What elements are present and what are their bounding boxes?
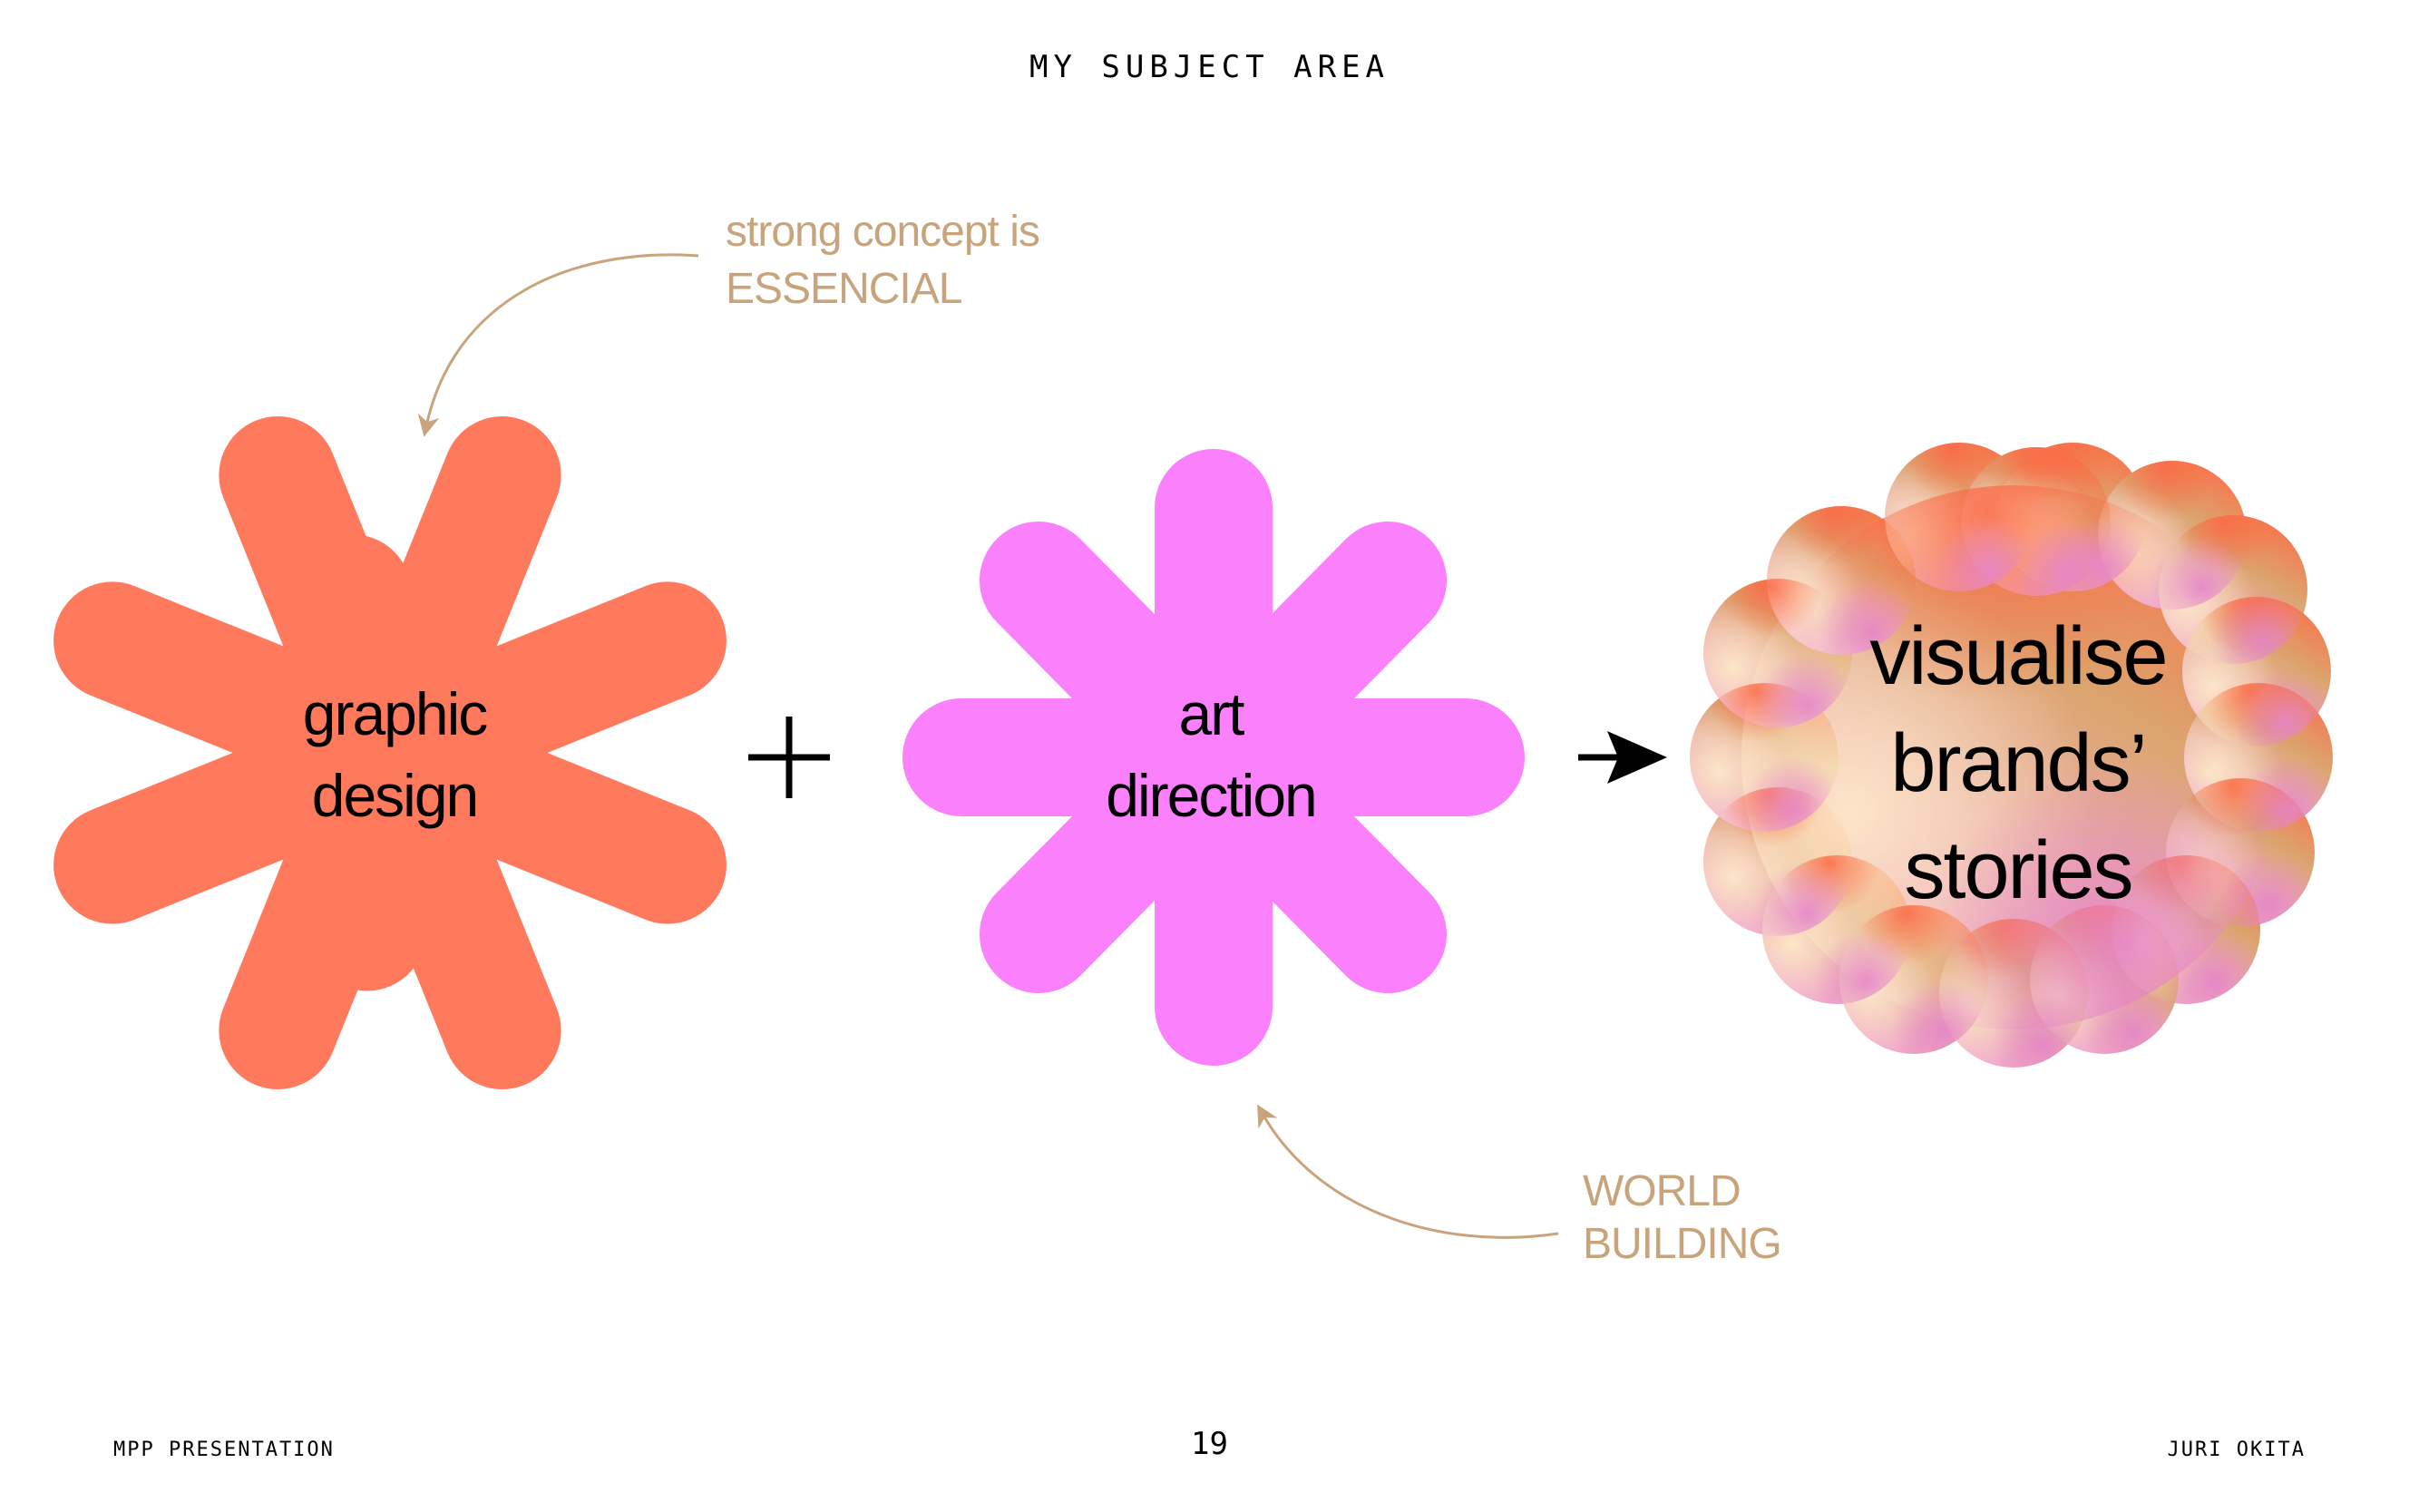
- world-note: WORLD BUILDING: [1583, 1166, 1782, 1271]
- arrow-right-icon: [1578, 731, 1667, 784]
- art-direction-shape: [902, 449, 1525, 1066]
- world-note-line-1: WORLD: [1583, 1167, 1741, 1215]
- concept-note-arrow: [417, 253, 699, 437]
- brand-stories-label-line-1: visualise: [1869, 611, 2168, 702]
- graphic-design-shape: [54, 416, 727, 1089]
- concept-note-line-2: ESSENCIAL: [726, 265, 962, 313]
- brand-stories-label: visualise brands’ stories: [1791, 603, 2245, 924]
- world-note-line-2: BUILDING: [1583, 1220, 1782, 1268]
- concept-note: strong concept is ESSENCIAL: [726, 203, 1040, 317]
- brand-stories-label-line-3: stories: [1904, 825, 2133, 916]
- brand-stories-label-line-2: brands’: [1890, 718, 2147, 809]
- graphic-design-label: graphic design: [213, 673, 576, 836]
- art-direction-label-line-2: direction: [1106, 762, 1317, 829]
- page-title: MY SUBJECT AREA: [1029, 49, 1390, 85]
- page-number: 19: [1191, 1426, 1228, 1462]
- world-note-arrow: [1257, 1104, 1559, 1239]
- plus-icon: [748, 717, 830, 798]
- art-direction-label: art direction: [1029, 673, 1392, 836]
- footer-presentation-title: MPP PRESENTATION: [113, 1439, 335, 1461]
- concept-note-line-1: strong concept is: [726, 208, 1040, 256]
- graphic-design-label-line-2: design: [311, 762, 480, 829]
- graphic-design-label-line-1: graphic: [302, 680, 488, 747]
- footer-author: JURI OKITA: [2167, 1439, 2306, 1461]
- art-direction-label-line-1: art: [1178, 680, 1244, 747]
- brand-stories-shape: [1690, 443, 2333, 1068]
